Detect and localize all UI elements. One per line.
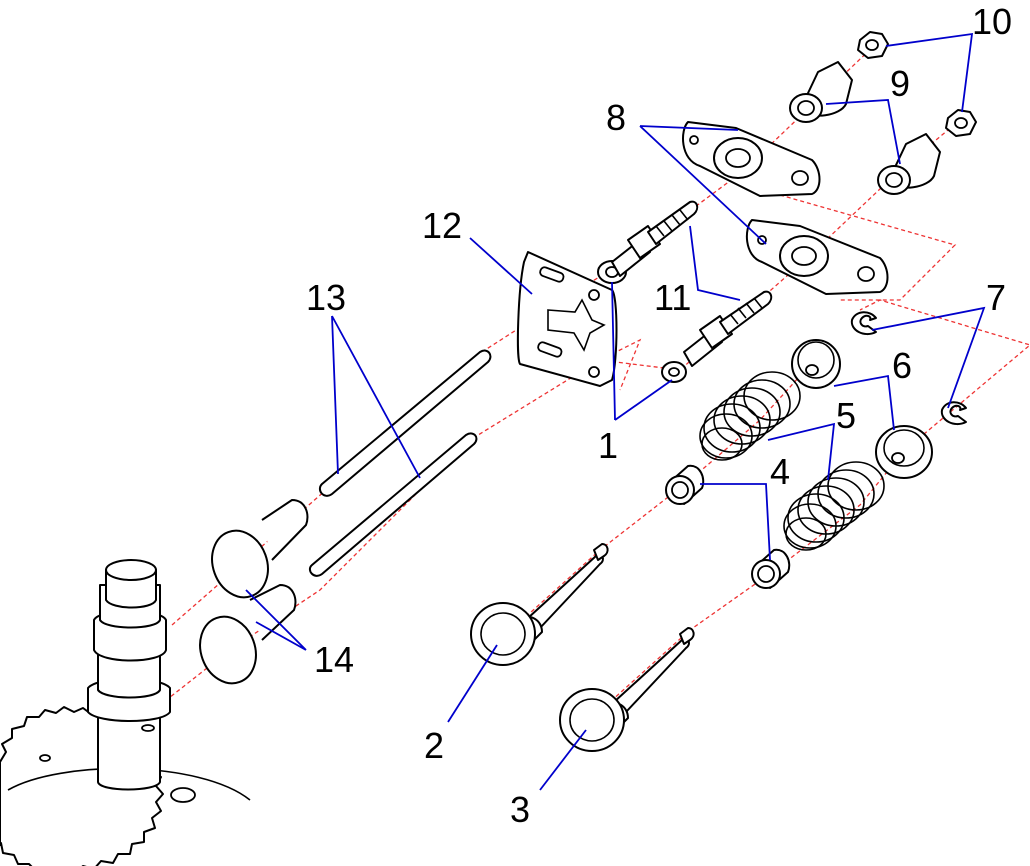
valve-spring-lower <box>783 461 885 551</box>
callout-11: 11 <box>654 277 691 318</box>
spring-retainer-upper <box>791 339 841 389</box>
pushrod-upper <box>318 349 492 497</box>
callout-4: 4 <box>770 451 790 492</box>
pivot-nut-upper <box>789 61 853 123</box>
callout-9: 9 <box>890 63 910 104</box>
tappet-lower <box>199 584 297 685</box>
callout-2: 2 <box>424 725 444 766</box>
leader-2 <box>447 644 498 723</box>
leader-4 <box>700 483 771 561</box>
callout-13: 13 <box>306 277 346 318</box>
rocker-arm-lower <box>745 219 889 295</box>
rocker-stud-upper <box>611 200 699 277</box>
intake-valve <box>470 543 609 666</box>
callout-12: 12 <box>422 205 462 246</box>
leader-10 <box>885 32 974 113</box>
pivot-nut-lower <box>877 133 941 195</box>
leader-11 <box>689 225 741 301</box>
washer-lower <box>661 361 687 383</box>
stem-seal-lower <box>751 548 791 589</box>
rocker-arm-upper <box>682 121 821 197</box>
leader-6 <box>833 374 895 431</box>
tappet-upper <box>211 499 309 599</box>
stem-seal-upper <box>665 464 705 505</box>
callout-7: 7 <box>986 277 1006 318</box>
leader-7 <box>871 306 986 409</box>
callout-5: 5 <box>836 395 856 436</box>
leader-3 <box>539 729 587 791</box>
callout-labels: 1 2 3 4 5 6 7 8 9 10 11 12 13 14 <box>306 1 1012 830</box>
callout-6: 6 <box>892 345 912 386</box>
leader-8 <box>639 125 767 245</box>
leader-lines <box>245 32 986 791</box>
valve-spring-upper <box>699 371 801 461</box>
leader-12 <box>469 237 533 295</box>
leader-5 <box>767 422 836 481</box>
rocker-stud-lower <box>683 290 773 367</box>
exhaust-valve <box>559 627 695 752</box>
callout-3: 3 <box>510 789 530 830</box>
camshaft-gear-assembly <box>0 559 251 866</box>
pushrod-lower <box>308 432 478 577</box>
pushrod-guide-plate <box>516 251 618 387</box>
leader-1 <box>611 281 673 421</box>
callout-1: 1 <box>598 425 618 466</box>
leader-9 <box>825 99 901 165</box>
keeper-lower <box>940 401 967 426</box>
leader-13 <box>331 315 421 479</box>
keeper-upper <box>850 311 877 336</box>
lock-nut-lower <box>945 109 977 137</box>
lock-nut-upper <box>857 31 889 59</box>
callout-14: 14 <box>314 639 354 680</box>
leader-14 <box>245 589 307 651</box>
callout-10: 10 <box>972 1 1012 42</box>
callout-8: 8 <box>606 97 626 138</box>
spring-retainer-lower <box>875 425 933 479</box>
